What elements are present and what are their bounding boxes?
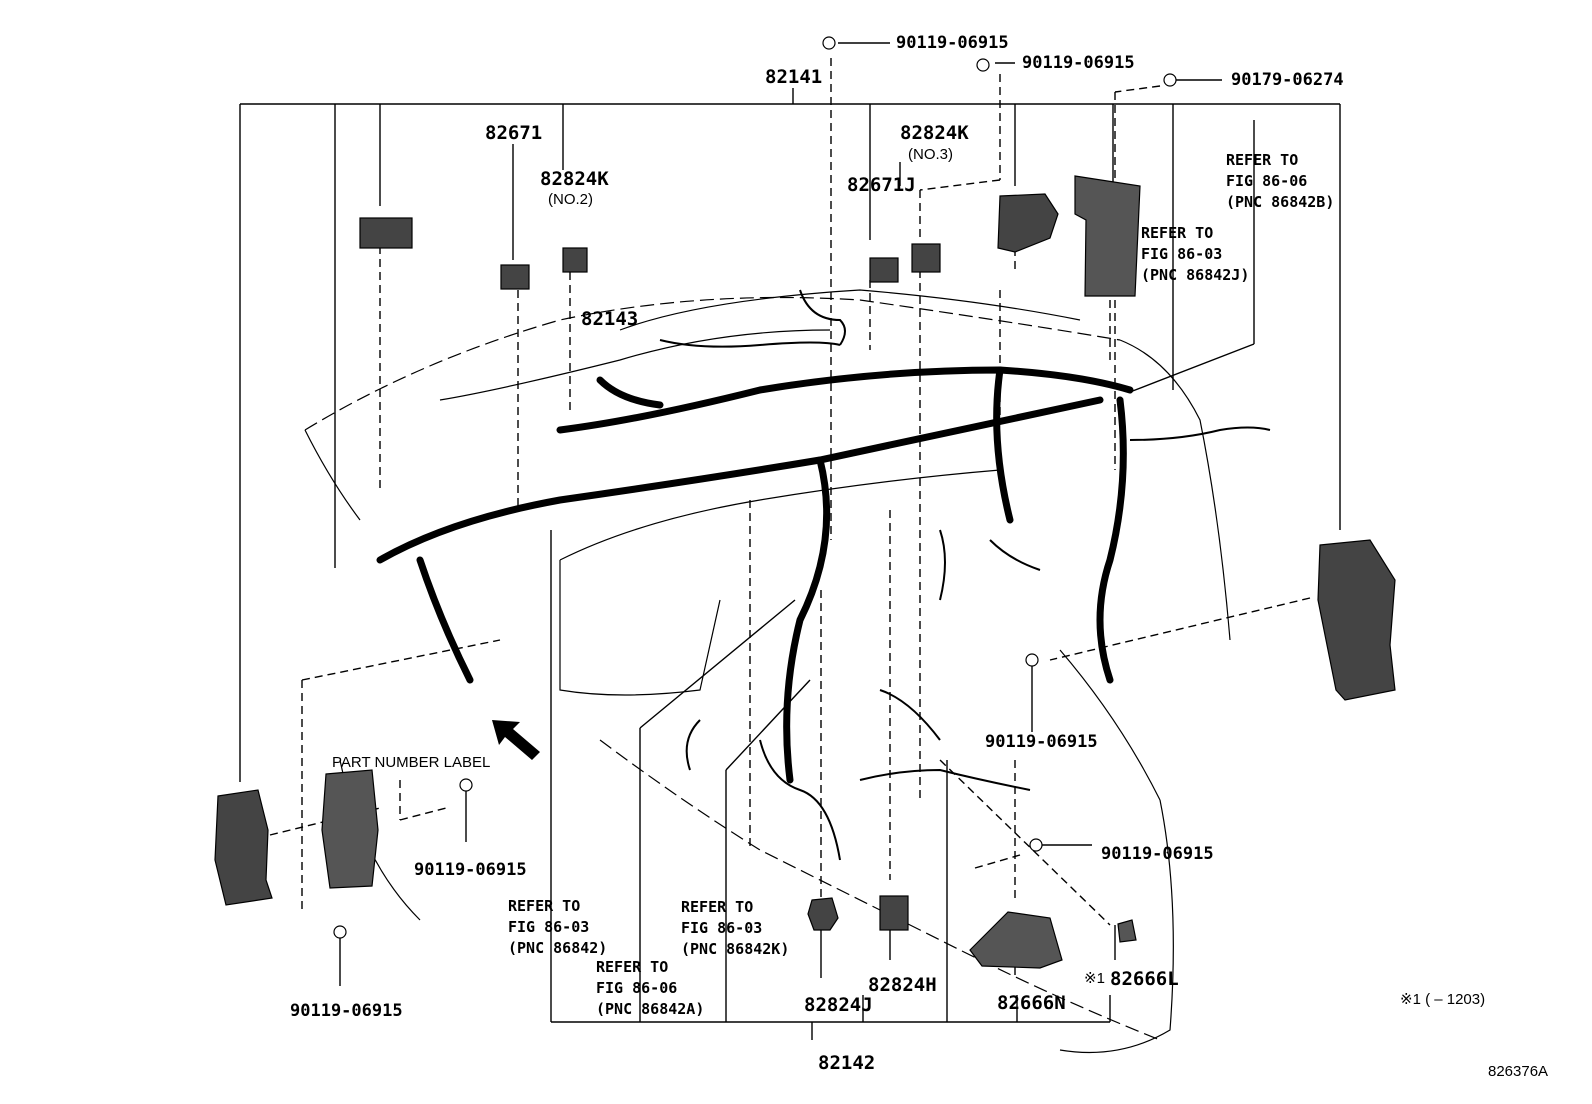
label-clip-top: 90179-06274 <box>1231 70 1344 90</box>
relay-82824k-no2-part <box>562 247 588 273</box>
label-block-82666n: 82666N <box>997 992 1066 1014</box>
dashed-lines <box>269 58 1311 926</box>
refer-line: REFER TO <box>1141 224 1214 242</box>
refer-line: REFER TO <box>681 898 754 916</box>
connector-top-left-part <box>359 217 413 249</box>
label-main-harness: 82141 <box>765 66 823 88</box>
bracket-82142 <box>550 530 1111 1040</box>
relay-82824h-part <box>879 895 909 931</box>
relay-82824j-part <box>807 897 839 931</box>
label-relay-82671: 82671 <box>485 122 543 144</box>
junction-block-right-part <box>1317 539 1396 701</box>
label-relay-82824k-no3: 82824K <box>900 122 969 144</box>
label-harness-82143: 82143 <box>581 308 639 330</box>
harness-bundles <box>376 366 1134 784</box>
junction-block-left-part <box>214 789 273 906</box>
footnote: ※1 ( – 1203) <box>1400 991 1486 1008</box>
label-relay-82824k-no2: 82824K <box>540 168 609 190</box>
refer-line: FIG 86-06 <box>596 979 678 997</box>
refer-note-fig-86-03-main: REFER TO FIG 86-03 (PNC 86842) <box>508 896 607 959</box>
label-part-number-label: PART NUMBER LABEL <box>332 754 491 771</box>
bracket-top-right-part <box>997 193 1059 253</box>
label-harness-82142: 82142 <box>818 1052 876 1074</box>
refer-line: REFER TO <box>508 897 581 915</box>
refer-line: (PNC 86842K) <box>681 940 790 958</box>
label-bolt-lower-right: 90119-06915 <box>1101 844 1214 864</box>
refer-line: FIG 86-03 <box>681 919 763 937</box>
label-arrow <box>492 720 540 760</box>
refer-line: FIG 86-06 <box>1226 172 1308 190</box>
relay-82671-part <box>500 264 530 290</box>
block-82666n-part <box>969 911 1063 969</box>
label-bolt-left-mid: 90119-06915 <box>414 860 527 880</box>
refer-line: (PNC 86842J) <box>1141 266 1250 284</box>
label-bolt-bottom-left: 90119-06915 <box>290 1001 403 1021</box>
label-no2: (NO.2) <box>548 191 593 208</box>
drawing-id: 826376A <box>1488 1063 1549 1080</box>
bracket-82141 <box>239 88 1341 782</box>
refer-note-fig-86-06-b: REFER TO FIG 86-06 (PNC 86842B) <box>1226 150 1334 213</box>
refer-note-fig-86-03-k: REFER TO FIG 86-03 (PNC 86842K) <box>681 897 789 960</box>
refer-line: FIG 86-03 <box>1141 245 1223 263</box>
refer-note-fig-86-06-a: REFER TO FIG 86-06 (PNC 86842A) <box>596 957 704 1020</box>
leader-lines <box>339 42 1222 986</box>
dashboard-outline <box>304 289 1231 1054</box>
label-relay-82824h: 82824H <box>868 974 937 996</box>
refer-line: REFER TO <box>1226 151 1299 169</box>
relay-82824k-no3-part <box>911 243 941 273</box>
label-clip-82666l-mark: ※1 <box>1084 970 1105 987</box>
refer-line: (PNC 86842A) <box>596 1000 705 1018</box>
refer-note-fig-86-03-j: REFER TO FIG 86-03 (PNC 86842J) <box>1141 223 1249 286</box>
refer-line: (PNC 86842B) <box>1226 193 1335 211</box>
refer-line: (PNC 86842) <box>508 939 608 957</box>
refer-line: FIG 86-03 <box>508 918 590 936</box>
label-bolt-top-1: 90119-06915 <box>896 33 1009 53</box>
label-bolt-top-2: 90119-06915 <box>1022 53 1135 73</box>
label-relay-82824j: 82824J <box>804 994 873 1016</box>
bolt-icons <box>333 36 1177 939</box>
refer-line: REFER TO <box>596 958 669 976</box>
relay-82671j-part <box>869 257 899 283</box>
bracket-tall-part <box>1074 175 1141 297</box>
clip-82666l-part <box>1117 919 1137 943</box>
label-bolt-right: 90119-06915 <box>985 732 1098 752</box>
label-relay-82671j: 82671J <box>847 174 916 196</box>
relay-block-left-part <box>321 769 379 889</box>
harness-wires <box>659 289 1271 861</box>
label-no3: (NO.3) <box>908 146 953 163</box>
label-clip-82666l: 82666L <box>1110 968 1179 990</box>
